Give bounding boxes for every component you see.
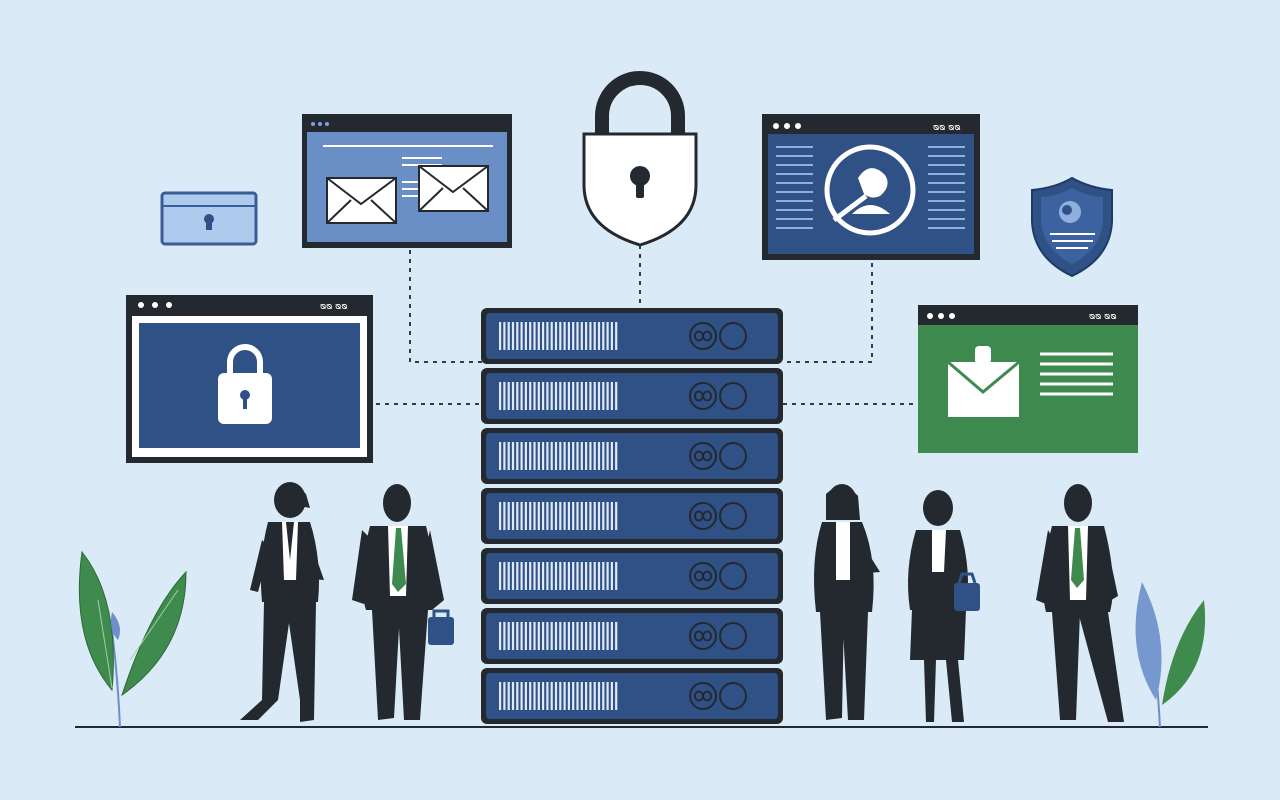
keyhole-icon (204, 214, 214, 230)
search-window: ᴓᴓ ᴓᴓ (762, 114, 980, 260)
person-woman-right (908, 490, 980, 722)
person-woman-center (814, 484, 880, 720)
lock-window: ᴓᴓ ᴓᴓ (126, 295, 373, 463)
server-unit (481, 428, 783, 484)
email-window (302, 114, 512, 248)
envelope-icon (326, 177, 397, 224)
server-unit (481, 548, 783, 604)
envelope-icon (947, 346, 1020, 417)
briefcase-icon (428, 609, 454, 645)
server-unit (481, 488, 783, 544)
magnifier-icon (824, 144, 916, 236)
plant-left (78, 550, 187, 728)
person-man-right (1036, 484, 1124, 722)
person-woman-left (240, 482, 324, 722)
envelope-icon (418, 165, 489, 212)
padlock-icon (582, 71, 698, 247)
svg-text:ᴓᴓ ᴓᴓ: ᴓᴓ ᴓᴓ (1089, 312, 1117, 322)
small-lock-window (160, 191, 258, 246)
shield-icon (1031, 176, 1113, 278)
svg-text:ᴓᴓ ᴓᴓ: ᴓᴓ ᴓᴓ (933, 123, 961, 133)
network-connectors (376, 245, 918, 405)
server-stack (481, 308, 783, 724)
server-unit (481, 308, 783, 364)
person-man-left (352, 484, 454, 720)
handbag-icon (954, 572, 980, 611)
server-unit (481, 668, 783, 724)
plant-right (1135, 582, 1206, 728)
svg-text:ᴓᴓ ᴓᴓ: ᴓᴓ ᴓᴓ (320, 302, 348, 312)
email-window-green: ᴓᴓ ᴓᴓ (918, 305, 1138, 453)
server-unit (481, 368, 783, 424)
server-unit (481, 608, 783, 664)
padlock-icon (218, 344, 272, 424)
